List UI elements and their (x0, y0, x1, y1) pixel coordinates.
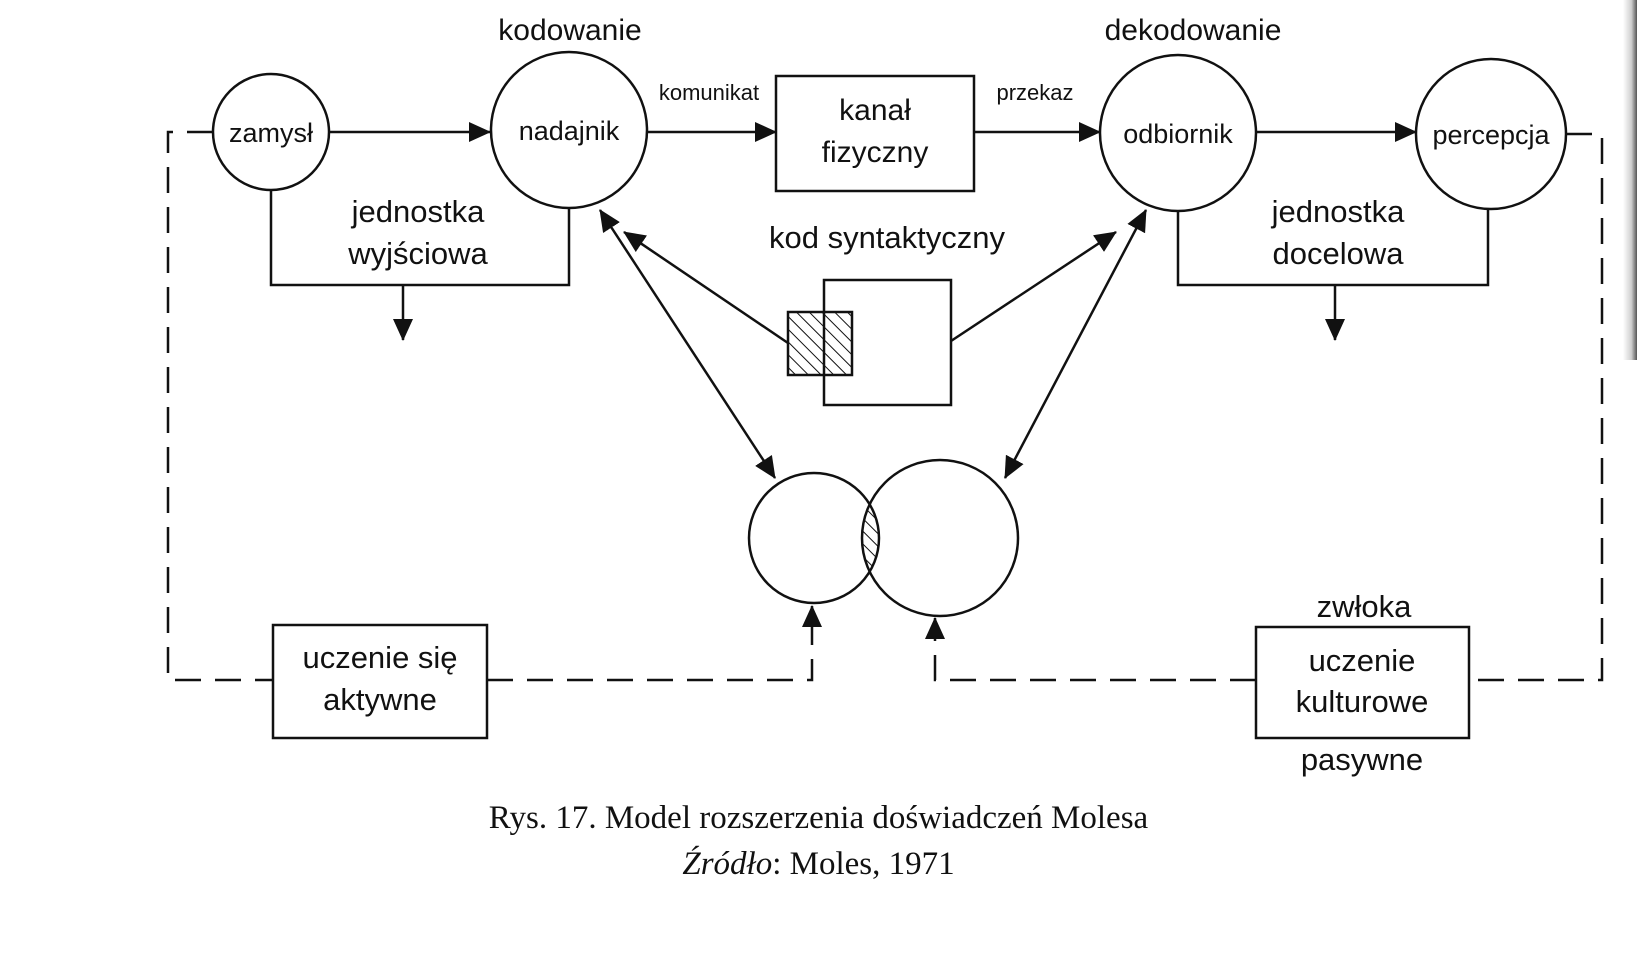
node-zamysl: zamysł (211, 72, 331, 192)
dashed-right-to-venn (933, 628, 1256, 682)
arrow-kod-to-nadajnik (623, 230, 789, 345)
node-uczenie-aktywne: uczenie się aktywne (271, 623, 489, 740)
dashed-loop-left (166, 130, 273, 682)
page-edge-shadow (1623, 0, 1637, 360)
dashed-loop-right (1469, 132, 1604, 682)
jw-line2: wyjściowa (347, 236, 488, 271)
repertoire-venn (747, 458, 1020, 618)
ua-line2: aktywne (323, 682, 437, 717)
node-nadajnik: nadajnik (489, 50, 649, 210)
node-percepcja: percepcja (1414, 57, 1568, 211)
figure-source: Źródło: Moles, 1971 (0, 846, 1637, 883)
label-pasywne: pasywne (1301, 742, 1423, 777)
node-kanal-fizyczny: kanał fizyczny (774, 74, 976, 193)
figure-caption: Rys. 17. Model rozszerzenia doświadczeń … (488, 800, 1149, 836)
node-odbiornik: odbiornik (1098, 53, 1258, 213)
kanal-line2: fizyczny (822, 136, 929, 169)
label-dekodowanie: dekodowanie (1105, 14, 1282, 47)
arrow-odbiornik-venn (1003, 209, 1148, 479)
uk-line2: kulturowe (1296, 684, 1429, 719)
label-kodowanie: kodowanie (498, 14, 641, 47)
jd-line2: docelowa (1273, 236, 1405, 271)
node-percepcja-label: percepcja (1432, 120, 1550, 150)
kanal-line1: kanał (839, 94, 911, 127)
label-kod-syntaktyczny: kod syntaktyczny (769, 220, 1006, 255)
jw-line1: jednostka (351, 194, 485, 229)
source-value: : Moles, 1971 (772, 846, 955, 882)
ua-line1: uczenie się (302, 640, 457, 675)
arrow-nadajnik-venn (598, 209, 777, 479)
source-label: Źródło (682, 846, 773, 882)
node-uczenie-kulturowe: uczenie kulturowe (1254, 625, 1471, 740)
node-odbiornik-label: odbiornik (1123, 119, 1233, 149)
node-zamysl-label: zamysł (229, 118, 313, 148)
bracket-jednostka-wyjsciowa (269, 190, 571, 287)
dashed-left-to-venn (487, 612, 814, 682)
node-nadajnik-label: nadajnik (519, 116, 620, 146)
label-przekaz: przekaz (996, 80, 1073, 105)
jd-line1: jednostka (1271, 194, 1405, 229)
uk-line1: uczenie (1309, 643, 1416, 678)
kod-syntaktyczny-symbol (786, 278, 953, 407)
label-zwloka: zwłoka (1317, 589, 1413, 624)
label-komunikat: komunikat (659, 80, 759, 105)
bracket-jednostka-docelowa (1176, 209, 1490, 287)
